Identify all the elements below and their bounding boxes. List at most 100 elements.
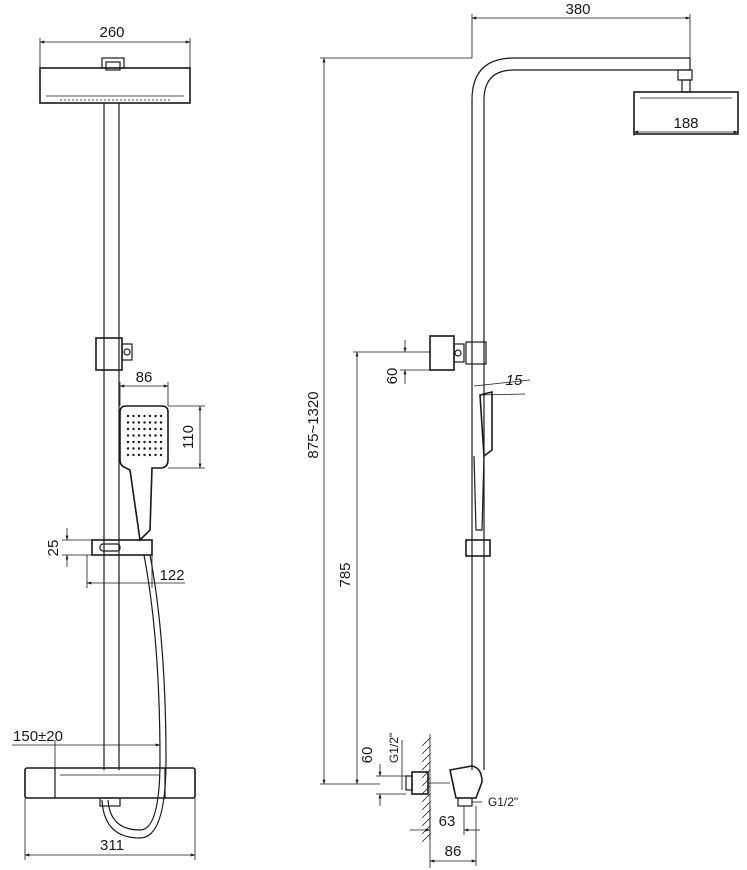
dim-holder-height-label: 25 [45,540,62,557]
wall-bracket-front [95,337,133,371]
nozzle-dot [137,421,141,424]
nozzle-dot [154,414,157,418]
hatch-line [421,809,431,819]
nozzle-dot [137,440,141,444]
wall-bracket-side [429,335,487,371]
nozzle-dot [159,453,163,457]
nozzle-dot [154,421,157,424]
nozzle-dot [148,447,152,450]
nozzle-dot [137,447,141,450]
hatch-line [421,801,431,811]
nozzle-dot [132,427,135,431]
hatch-line [421,745,431,755]
hose-front [101,554,167,839]
nozzle-dot [132,440,135,444]
riser-and-arm-side [471,57,691,770]
nozzle-dot [148,414,152,418]
nozzle-dot [137,427,141,431]
dim-arm-reach: 380 [471,1,691,58]
thread-left-label: G1/2" [387,733,401,763]
dim-head-width: 260 [39,24,191,68]
dim-handshower-height: 110 [168,405,205,469]
dim-head-width-label: 260 [99,24,124,41]
side-view: 380 188 875~1320 60 [305,1,739,868]
nozzle-dot [143,440,146,444]
nozzle-dot [132,447,135,450]
dim-valve-width-label: 311 [100,837,124,854]
shower-head-side [633,69,739,135]
dim-outlet-height: 785 [337,351,359,785]
dim-centers: 150±20 [12,728,161,768]
nozzle-dot [132,453,135,457]
nozzle-dot [126,434,130,437]
nozzle-dot [143,427,146,431]
dim-offset-86-label: 86 [445,843,462,860]
dim-angle-label: 15 [506,372,523,389]
nozzle-dot [159,440,163,444]
riser-pipe-front [103,103,120,770]
dim-holder-height: 25 [45,528,92,567]
dim-valve-width: 311 [24,798,196,860]
nozzle-dot [159,447,163,450]
dim-total-height: 875~1320 [305,57,472,785]
dim-inlet-height-label: 60 [359,747,376,764]
hand-shower-front [119,405,169,542]
dim-handshower-width-label: 86 [136,369,153,386]
dim-offset-63-label: 63 [439,813,456,830]
nozzle-dot [126,447,130,450]
dim-offset-63: 63 [410,806,480,868]
nozzle-dot [154,453,157,457]
hatch-line [421,793,431,803]
dim-inlet-height: 60 G1/2" [359,733,406,806]
nozzle-dot [143,414,146,418]
nozzle-dot [148,434,152,437]
dim-outlet-height-label: 785 [337,562,354,587]
nozzle-dot [148,421,152,424]
thread-right: G1/2" [472,795,518,809]
nozzle-dot [154,434,157,437]
valve-body-front [24,767,196,807]
dim-angle: 15 [473,372,531,396]
dim-holder-depth-label: 122 [159,567,184,584]
nozzle-dot [148,453,152,457]
nozzle-dot [159,434,163,437]
nozzle-dot [143,434,146,437]
dim-offset-86: 86 [429,806,477,866]
dim-handshower-width: 86 [119,369,169,406]
nozzle-dot [137,434,141,437]
hatch-line [421,833,431,843]
dim-total-height-label: 875~1320 [305,391,322,458]
dim-bracket-height-label: 60 [384,368,401,385]
hatch-line [421,753,431,763]
front-view: 260 86 110 [12,24,205,860]
nozzle-dot [148,427,152,431]
hand-shower-side [473,390,493,531]
nozzle-dot [132,434,135,437]
nozzle-dot [143,453,146,457]
hatch-line [421,761,431,771]
nozzle-dot [143,447,146,450]
dim-head-diameter: 188 [633,115,739,136]
dim-bracket-height: 60 [353,340,430,384]
nozzle-dot [132,414,135,418]
hatch-line [421,737,431,747]
dim-head-diameter-label: 188 [673,115,698,132]
nozzle-dot [126,414,130,418]
slide-holder-side [465,539,491,557]
dim-arm-reach-label: 380 [565,1,590,18]
nozzle-dot [154,447,157,450]
nozzle-dot [126,421,130,424]
shower-head-front [39,57,191,104]
dim-handshower-height-label: 110 [180,425,197,449]
hatch-line [421,817,431,827]
nozzle-dot [132,421,135,424]
nozzle-dot [159,421,163,424]
slide-holder-front [91,539,153,556]
dim-holder-depth: 122 [86,555,185,588]
nozzle-dot [126,440,130,444]
nozzle-dot [137,453,141,457]
nozzle-dot [159,414,163,418]
nozzle-dot [126,453,130,457]
thread-right-label: G1/2" [488,795,518,809]
nozzle-dot [126,427,130,431]
